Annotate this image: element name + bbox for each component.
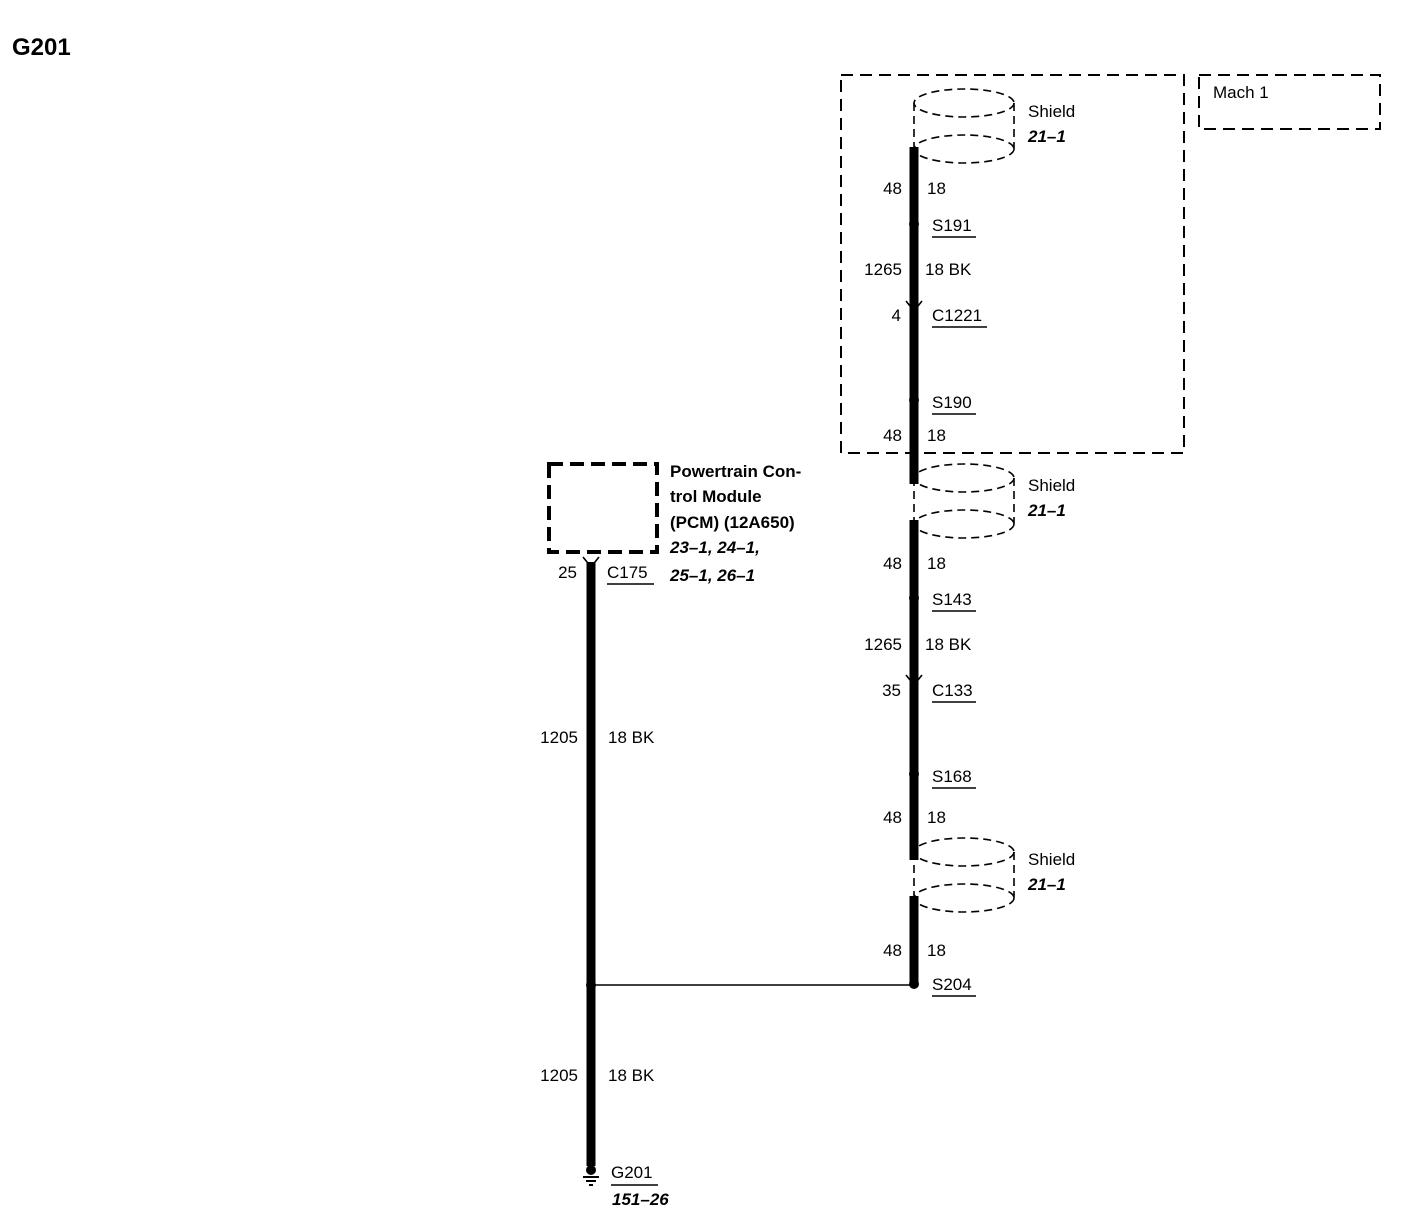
left-lower-gauge: 18 BK (608, 1066, 655, 1085)
ground-id: G201 (611, 1163, 653, 1182)
seg-7-gauge: 18 (927, 941, 946, 960)
splice-s143: S143 (932, 590, 972, 609)
seg-3-circuit: 48 (883, 426, 902, 445)
seg-5-gauge: 18 BK (925, 635, 972, 654)
seg-7-circuit: 48 (883, 941, 902, 960)
pcm-component-box (547, 462, 659, 554)
option-label: Mach 1 (1213, 83, 1269, 102)
left-upper-circuit: 1205 (540, 728, 578, 747)
pcm-ref-line-2: 25–1, 26–1 (669, 566, 755, 585)
connector-c133-id: C133 (932, 681, 973, 700)
seg-4-circuit: 48 (883, 554, 902, 573)
splice-s191: S191 (932, 216, 972, 235)
ground-ref: 151–26 (612, 1190, 669, 1209)
pcm-name-line-3: (PCM) (12A650) (670, 513, 795, 532)
splice-s168: S168 (932, 767, 972, 786)
pcm-connector-id: C175 (607, 563, 648, 582)
shield-3-ref: 21–1 (1027, 875, 1066, 894)
seg-2-gauge: 18 BK (925, 260, 972, 279)
page-title: G201 (12, 34, 71, 61)
pcm-name-line-1: Powertrain Con- (670, 462, 801, 481)
shield-1-label: Shield (1028, 102, 1075, 121)
seg-1-circuit: 48 (883, 179, 902, 198)
seg-6-gauge: 18 (927, 808, 946, 827)
connector-pin-icon (905, 300, 923, 313)
splice-dot (909, 979, 919, 989)
pcm-name-line-2: trol Module (670, 487, 762, 506)
shield-icon (913, 837, 1015, 913)
mach1-option-box (1198, 74, 1381, 130)
shield-icon (913, 88, 1015, 164)
pcm-pin-number: 25 (558, 563, 577, 582)
shield-icon (913, 463, 1015, 539)
seg-1-gauge: 18 (927, 179, 946, 198)
shield-1-ref: 21–1 (1027, 127, 1066, 146)
pcm-ref-line-1: 23–1, 24–1, (669, 538, 760, 557)
left-lower-circuit: 1205 (540, 1066, 578, 1085)
seg-4-gauge: 18 (927, 554, 946, 573)
left-upper-gauge: 18 BK (608, 728, 655, 747)
shield-2-ref: 21–1 (1027, 501, 1066, 520)
ground-icon (583, 1165, 599, 1186)
seg-2-circuit: 1265 (864, 260, 902, 279)
left-splice-dot (586, 980, 596, 990)
seg-6-circuit: 48 (883, 808, 902, 827)
splice-dot (909, 593, 919, 603)
connector-c133-pin: 35 (882, 681, 901, 700)
splice-s190: S190 (932, 393, 972, 412)
seg-5-circuit: 1265 (864, 635, 902, 654)
pcm-connector-pin-icon (582, 556, 600, 569)
shield-2-label: Shield (1028, 476, 1075, 495)
splice-dot (909, 395, 919, 405)
connector-c1221-id: C1221 (932, 306, 982, 325)
splice-dot (909, 219, 919, 229)
splice-s204: S204 (932, 975, 972, 994)
connector-pin-icon (905, 674, 923, 687)
mach1-enclosure (840, 74, 1185, 454)
connector-c1221-pin: 4 (892, 306, 901, 325)
seg-3-gauge: 18 (927, 426, 946, 445)
splice-dot (909, 769, 919, 779)
shield-3-label: Shield (1028, 850, 1075, 869)
